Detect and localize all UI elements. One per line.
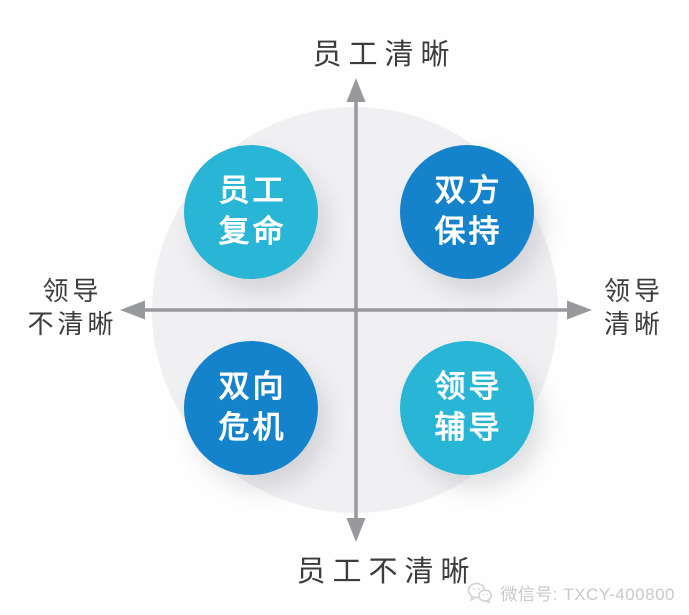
wechat-icon	[468, 582, 493, 603]
quadrant-label: 领导 辅导	[432, 367, 503, 449]
axis-label-right-line2: 清晰	[603, 309, 664, 340]
quadrant-label: 员工 复命	[216, 171, 287, 253]
axis-label-top: 员工清晰	[312, 39, 457, 71]
quadrant-label: 双方 保持	[432, 171, 503, 253]
arrow-down-icon	[346, 518, 366, 542]
axis-label-bottom: 员工不清晰	[296, 556, 477, 588]
quadrant-label-line2: 危机	[218, 410, 287, 445]
quadrant-label-line1: 员工	[218, 173, 287, 209]
quadrant-label-line1: 领导	[434, 369, 503, 405]
axis-label-right-line1: 领导	[603, 276, 664, 306]
quadrant-label-line1: 双方	[434, 173, 503, 209]
axis-label-left-line2: 不清晰	[27, 309, 118, 340]
axis-label-right: 领导 清晰	[571, 275, 689, 341]
quadrant-label-line2: 保持	[434, 214, 503, 249]
quadrant-label-line1: 双向	[218, 369, 287, 405]
quadrant-circle-top-left: 员工 复命	[184, 145, 318, 279]
arrow-up-icon	[346, 78, 366, 102]
quadrant-circle-top-right: 双方 保持	[400, 145, 534, 279]
quadrant-label-line2: 复命	[218, 214, 287, 249]
watermark-text: 微信号: TXCY-400800	[500, 585, 675, 604]
axis-label-left-line1: 领导	[42, 276, 103, 306]
quadrant-label-line2: 辅导	[434, 410, 503, 445]
quadrant-circle-bottom-left: 双向 危机	[184, 341, 318, 475]
quadrant-circle-bottom-right: 领导 辅导	[400, 341, 534, 475]
quadrant-label: 双向 危机	[216, 367, 287, 449]
axis-label-left: 领导 不清晰	[8, 275, 133, 341]
watermark: 微信号: TXCY-400800	[467, 580, 675, 605]
